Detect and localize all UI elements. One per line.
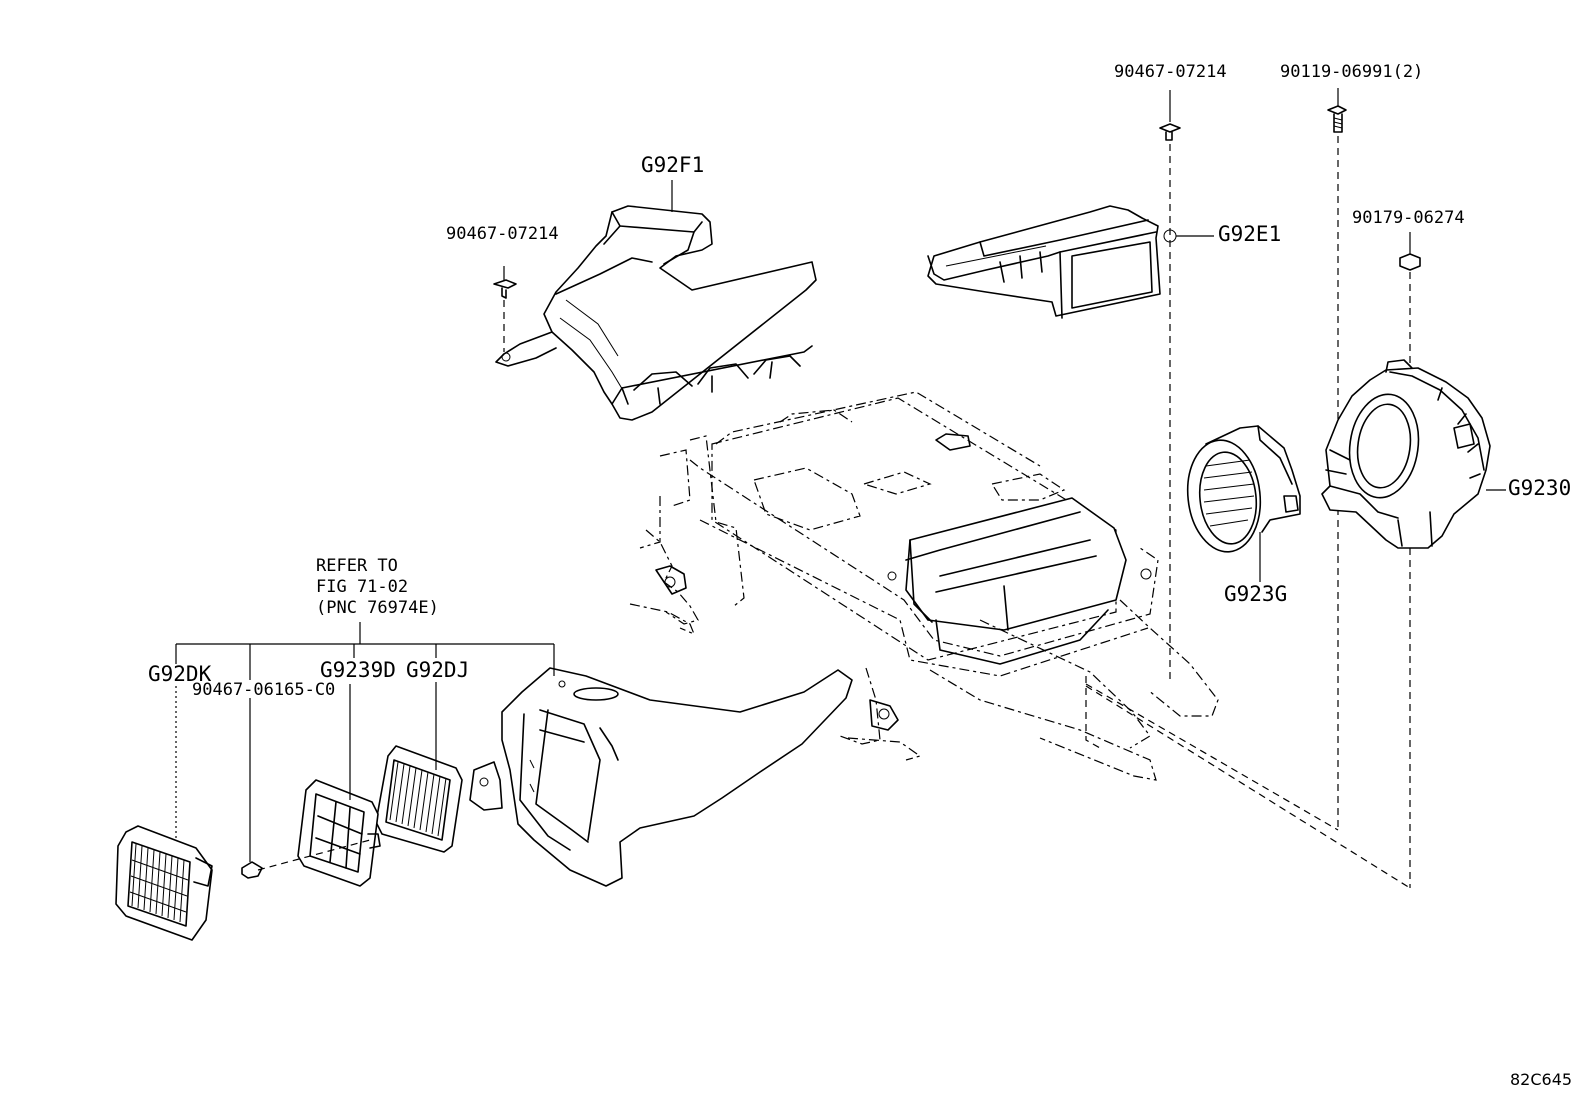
nut-right[interactable]	[1399, 253, 1421, 271]
side-panel[interactable]	[469, 667, 853, 887]
bolt-right[interactable]	[1327, 105, 1347, 133]
bolt-left[interactable]	[493, 279, 517, 299]
refer-note-line1: REFER TO	[316, 556, 398, 576]
label-duct-upper-left: G92F1	[641, 153, 705, 177]
label-clip-left: 90467-06165-C0	[192, 680, 336, 700]
label-cover-left: G92DK	[148, 662, 212, 686]
label-bolt-top-right: 90119-06991(2)	[1280, 62, 1424, 82]
filter-grille-g92dj[interactable]	[375, 745, 463, 853]
figure-code: 82C645	[1510, 1070, 1573, 1089]
cover-grille-g92dk[interactable]	[115, 825, 213, 941]
label-blower-assy: G9230	[1508, 476, 1572, 500]
label-bolt-top-left: 90467-07214	[446, 224, 559, 244]
battery-bracket-left	[629, 529, 699, 636]
intake-duct-g92f1[interactable]	[495, 205, 817, 421]
label-nut-right: 90179-06274	[1352, 208, 1465, 228]
duct-ring-g923g[interactable]	[1182, 425, 1301, 555]
battery-pack	[639, 391, 1219, 781]
refer-bracket	[175, 622, 555, 862]
label-filter: G9239D	[320, 658, 396, 682]
label-grille: G92DJ	[406, 658, 470, 682]
refer-note-line2: FIG 71-02	[316, 577, 409, 597]
label-duct-upper-right: G92E1	[1218, 222, 1282, 246]
battery-bracket-mid	[839, 667, 922, 761]
label-bolt-top-mid: 90467-07214	[1114, 62, 1227, 82]
exhaust-duct-g92e1[interactable]	[927, 205, 1161, 319]
label-duct-ring: G923G	[1224, 582, 1288, 606]
bolt-mid[interactable]	[1159, 123, 1181, 141]
blower-fan-g9230[interactable]	[1321, 359, 1491, 549]
clip-left[interactable]	[241, 861, 263, 879]
refer-note-line3: (PNC 76974E)	[316, 598, 439, 618]
filter-frame-g9239d[interactable]	[297, 779, 381, 887]
